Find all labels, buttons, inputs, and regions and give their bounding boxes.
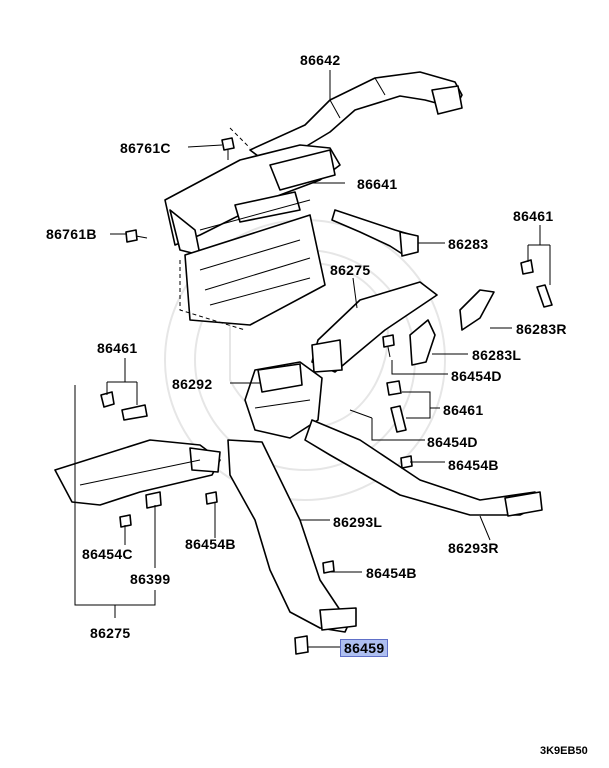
callout-86454c[interactable]: 86454C [82, 546, 133, 562]
callout-86461-right[interactable]: 86461 [513, 208, 554, 224]
duct-86283l [409, 319, 436, 366]
duct-86293r [304, 419, 543, 517]
callout-86454b-c[interactable]: 86454B [366, 565, 417, 581]
screw-set [119, 334, 413, 655]
callout-86459-highlighted[interactable]: 86459 [340, 639, 389, 657]
callout-86761c[interactable]: 86761C [120, 140, 171, 156]
callout-86283l[interactable]: 86283L [472, 347, 522, 363]
callout-86292[interactable]: 86292 [172, 376, 213, 392]
callout-86761b[interactable]: 86761B [46, 226, 97, 242]
elbow-86292 [244, 361, 323, 439]
callout-86283[interactable]: 86283 [448, 236, 489, 252]
duct-86283 [331, 209, 419, 257]
callout-86454b-b[interactable]: 86454B [185, 536, 236, 552]
callout-86461-left[interactable]: 86461 [97, 340, 138, 356]
screw-86761b [125, 229, 148, 243]
callout-86641[interactable]: 86641 [357, 176, 398, 192]
callout-86454b-a[interactable]: 86454B [448, 457, 499, 473]
duct-86293l [227, 439, 357, 633]
callout-86275-lower[interactable]: 86275 [90, 625, 131, 641]
clip-86461-left [100, 391, 148, 421]
callout-86283r[interactable]: 86283R [516, 321, 567, 337]
clip-86461-mid [386, 380, 407, 433]
callout-86293l[interactable]: 86293L [333, 514, 383, 530]
callout-86399[interactable]: 86399 [130, 571, 171, 587]
duct-86641 [164, 144, 341, 256]
drawing-code: 3K9EB50 [540, 745, 588, 757]
duct-86275-upper [311, 281, 438, 373]
duct-86275-lower [54, 439, 221, 506]
center-duct-86642 [249, 71, 463, 166]
callout-86454d-b[interactable]: 86454D [427, 434, 478, 450]
callout-86642[interactable]: 86642 [300, 52, 341, 68]
heater-unit [179, 127, 326, 331]
duct-86283r [459, 289, 495, 331]
callout-86461-mid[interactable]: 86461 [443, 402, 484, 418]
callout-86293r[interactable]: 86293R [448, 540, 499, 556]
leader-lines [74, 70, 551, 648]
clip-86461-right [520, 259, 553, 308]
screw-86761c [221, 137, 235, 160]
callout-86454d-a[interactable]: 86454D [451, 368, 502, 384]
callout-86275-upper[interactable]: 86275 [330, 262, 371, 278]
